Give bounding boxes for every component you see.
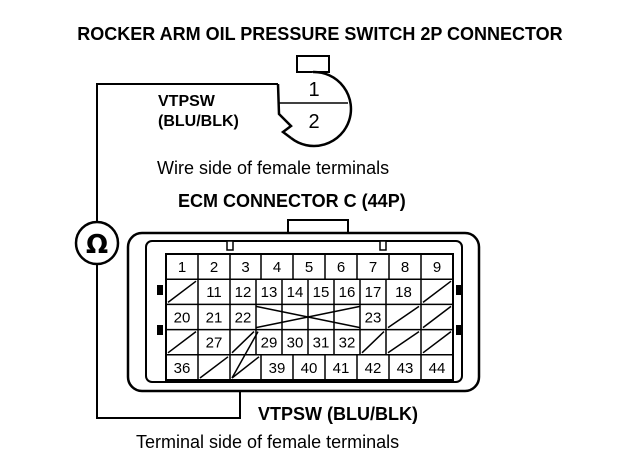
- grid-line: [422, 331, 452, 354]
- ecm-terminal-number: 31: [313, 335, 330, 352]
- ecm-terminal-number: 12: [235, 284, 252, 301]
- ecm-terminal-number: 32: [339, 335, 356, 352]
- grid-line: [255, 305, 361, 329]
- grid-line: [422, 305, 452, 329]
- ohmmeter-icon: Ω: [74, 220, 120, 266]
- ecm-terminal-number: 15: [313, 284, 330, 301]
- ecm-terminal-number: 44: [429, 360, 446, 377]
- ecm-connector-housing: [126, 219, 481, 393]
- switch-connector: 1 2: [276, 55, 353, 148]
- ecm-terminal-number: 41: [333, 360, 350, 377]
- ecm-terminal-number: 14: [287, 284, 304, 301]
- ecm-terminal-number: 9: [433, 259, 441, 276]
- ecm-terminal-number: 36: [174, 360, 191, 377]
- ecm-terminal-number: 22: [235, 309, 252, 326]
- ecm-terminal-number: 20: [174, 309, 191, 326]
- test-wire: [96, 83, 278, 419]
- ecm-terminal-number: 42: [365, 360, 382, 377]
- ecm-terminal-number: 29: [261, 335, 278, 352]
- ecm-terminal-number: 43: [397, 360, 414, 377]
- ecm-wire-label: VTPSW (BLU/BLK): [258, 404, 418, 424]
- ecm-terminal-number: 27: [206, 335, 223, 352]
- ecm-terminal-number: 4: [273, 259, 281, 276]
- ecm-connector-title: ECM CONNECTOR C (44P): [178, 191, 406, 211]
- view-note-bottom: Terminal side of female terminals: [136, 432, 400, 452]
- grid-line: [231, 331, 259, 379]
- grid-line: [231, 331, 255, 354]
- switch-wire-label: VTPSW (BLU/BLK): [158, 92, 239, 132]
- ecm-terminal-number: 8: [401, 259, 409, 276]
- ecm-terminal-number: 13: [261, 284, 278, 301]
- ecm-terminal-number: 30: [287, 335, 304, 352]
- grid-line: [167, 331, 197, 354]
- ecm-terminal-number: 21: [206, 309, 223, 326]
- ecm-terminal-number: 6: [337, 259, 345, 276]
- ohm-symbol: Ω: [86, 230, 108, 260]
- ecm-terminal-number: 11: [206, 284, 222, 301]
- grid-line: [361, 331, 385, 354]
- switch-wire-color: (BLU/BLK): [158, 113, 239, 130]
- ecm-terminal-number: 17: [365, 284, 382, 301]
- ecm-terminal-number: 1: [178, 259, 186, 276]
- grid-line: [422, 280, 452, 303]
- ecm-terminal-number: 39: [269, 360, 286, 377]
- grid-line: [199, 356, 229, 379]
- switch-pin-1: 1: [308, 79, 319, 101]
- view-note-top: Wire side of female terminals: [157, 158, 390, 178]
- grid-line: [167, 280, 197, 303]
- ecm-terminal-number: 16: [339, 284, 356, 301]
- ecm-terminal-number: 40: [301, 360, 318, 377]
- switch-pin-2: 2: [308, 111, 319, 133]
- ecm-terminal-number: 3: [241, 259, 249, 276]
- ecm-terminal-number: 5: [305, 259, 313, 276]
- grid-line: [387, 330, 420, 354]
- grid-line: [231, 356, 260, 379]
- ecm-terminal-number: 7: [369, 259, 377, 276]
- ecm-terminal-number: 2: [210, 259, 218, 276]
- ecm-terminal-number: 23: [365, 309, 382, 326]
- page-title: ROCKER ARM OIL PRESSURE SWITCH 2P CONNEC…: [77, 24, 563, 44]
- switch-wire-name: VTPSW: [158, 93, 215, 110]
- grid-line: [387, 305, 420, 329]
- ecm-terminal-number: 18: [395, 284, 412, 301]
